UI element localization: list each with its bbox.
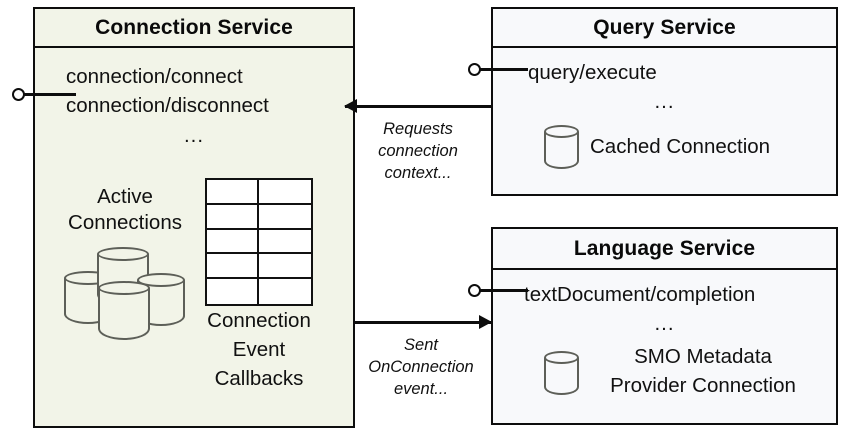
connection-event-callbacks-table (205, 178, 313, 306)
connection-service-body: connection/connect connection/disconnect… (35, 46, 353, 426)
connector-label-line2: connection (378, 142, 458, 161)
callbacks-label-line3: Callbacks (214, 367, 304, 390)
language-service-body: textDocument/completion ... SMO Metadata… (493, 268, 836, 423)
connection-service-component[interactable]: Connection Service connection/connect co… (33, 7, 355, 428)
database-cylinder-icon (544, 125, 579, 174)
smo-metadata-label-line1: SMO Metadata (634, 345, 772, 368)
smo-metadata-label-line2: Provider Connection (610, 374, 796, 397)
connector-query-to-connection (344, 100, 491, 112)
active-connections-cylinder-cluster (57, 243, 197, 348)
connection-service-title: Connection Service (35, 9, 353, 48)
endpoint-connection-disconnect[interactable]: connection/disconnect (66, 94, 269, 117)
connector-label-line1: Requests (383, 120, 453, 138)
database-cylinder-icon (98, 281, 150, 349)
connector-connection-to-language (355, 316, 492, 328)
connector-label-line1: Sent (404, 336, 438, 354)
callbacks-label-line2: Event (232, 338, 286, 361)
connector-label-line3: context... (384, 164, 452, 183)
active-connections-label-line1: Active (97, 185, 153, 208)
connector-label-line2: OnConnection (368, 358, 474, 377)
connector-label-sent-onconnection-event: Sent OnConnection event... (348, 334, 494, 400)
query-service-body: query/execute ... Cached Connection (493, 46, 836, 194)
lollipop-stem (480, 68, 528, 71)
connection-service-ellipsis: ... (183, 124, 205, 147)
database-cylinder-icon (544, 351, 579, 400)
language-service-title: Language Service (493, 229, 836, 270)
connector-label-line3: event... (393, 380, 449, 399)
callbacks-label-line1: Connection (207, 309, 311, 332)
connector-label-requests-connection-context: Requests connection context... (345, 118, 491, 184)
language-service-component[interactable]: Language Service textDocument/completion… (491, 227, 838, 425)
endpoint-query-execute[interactable]: query/execute (528, 61, 657, 84)
cached-connection-label: Cached Connection (590, 135, 771, 158)
query-service-title: Query Service (493, 9, 836, 48)
endpoint-textdocument-completion[interactable]: textDocument/completion (524, 283, 756, 306)
query-service-ellipsis: ... (654, 90, 675, 113)
active-connections-label-line2: Connections (68, 211, 182, 234)
lollipop-stem (480, 289, 528, 292)
query-service-component[interactable]: Query Service query/execute ... Cached C… (491, 7, 838, 196)
endpoint-connection-connect[interactable]: connection/connect (66, 65, 243, 88)
lollipop-stem (24, 93, 76, 96)
language-service-ellipsis: ... (654, 312, 675, 335)
